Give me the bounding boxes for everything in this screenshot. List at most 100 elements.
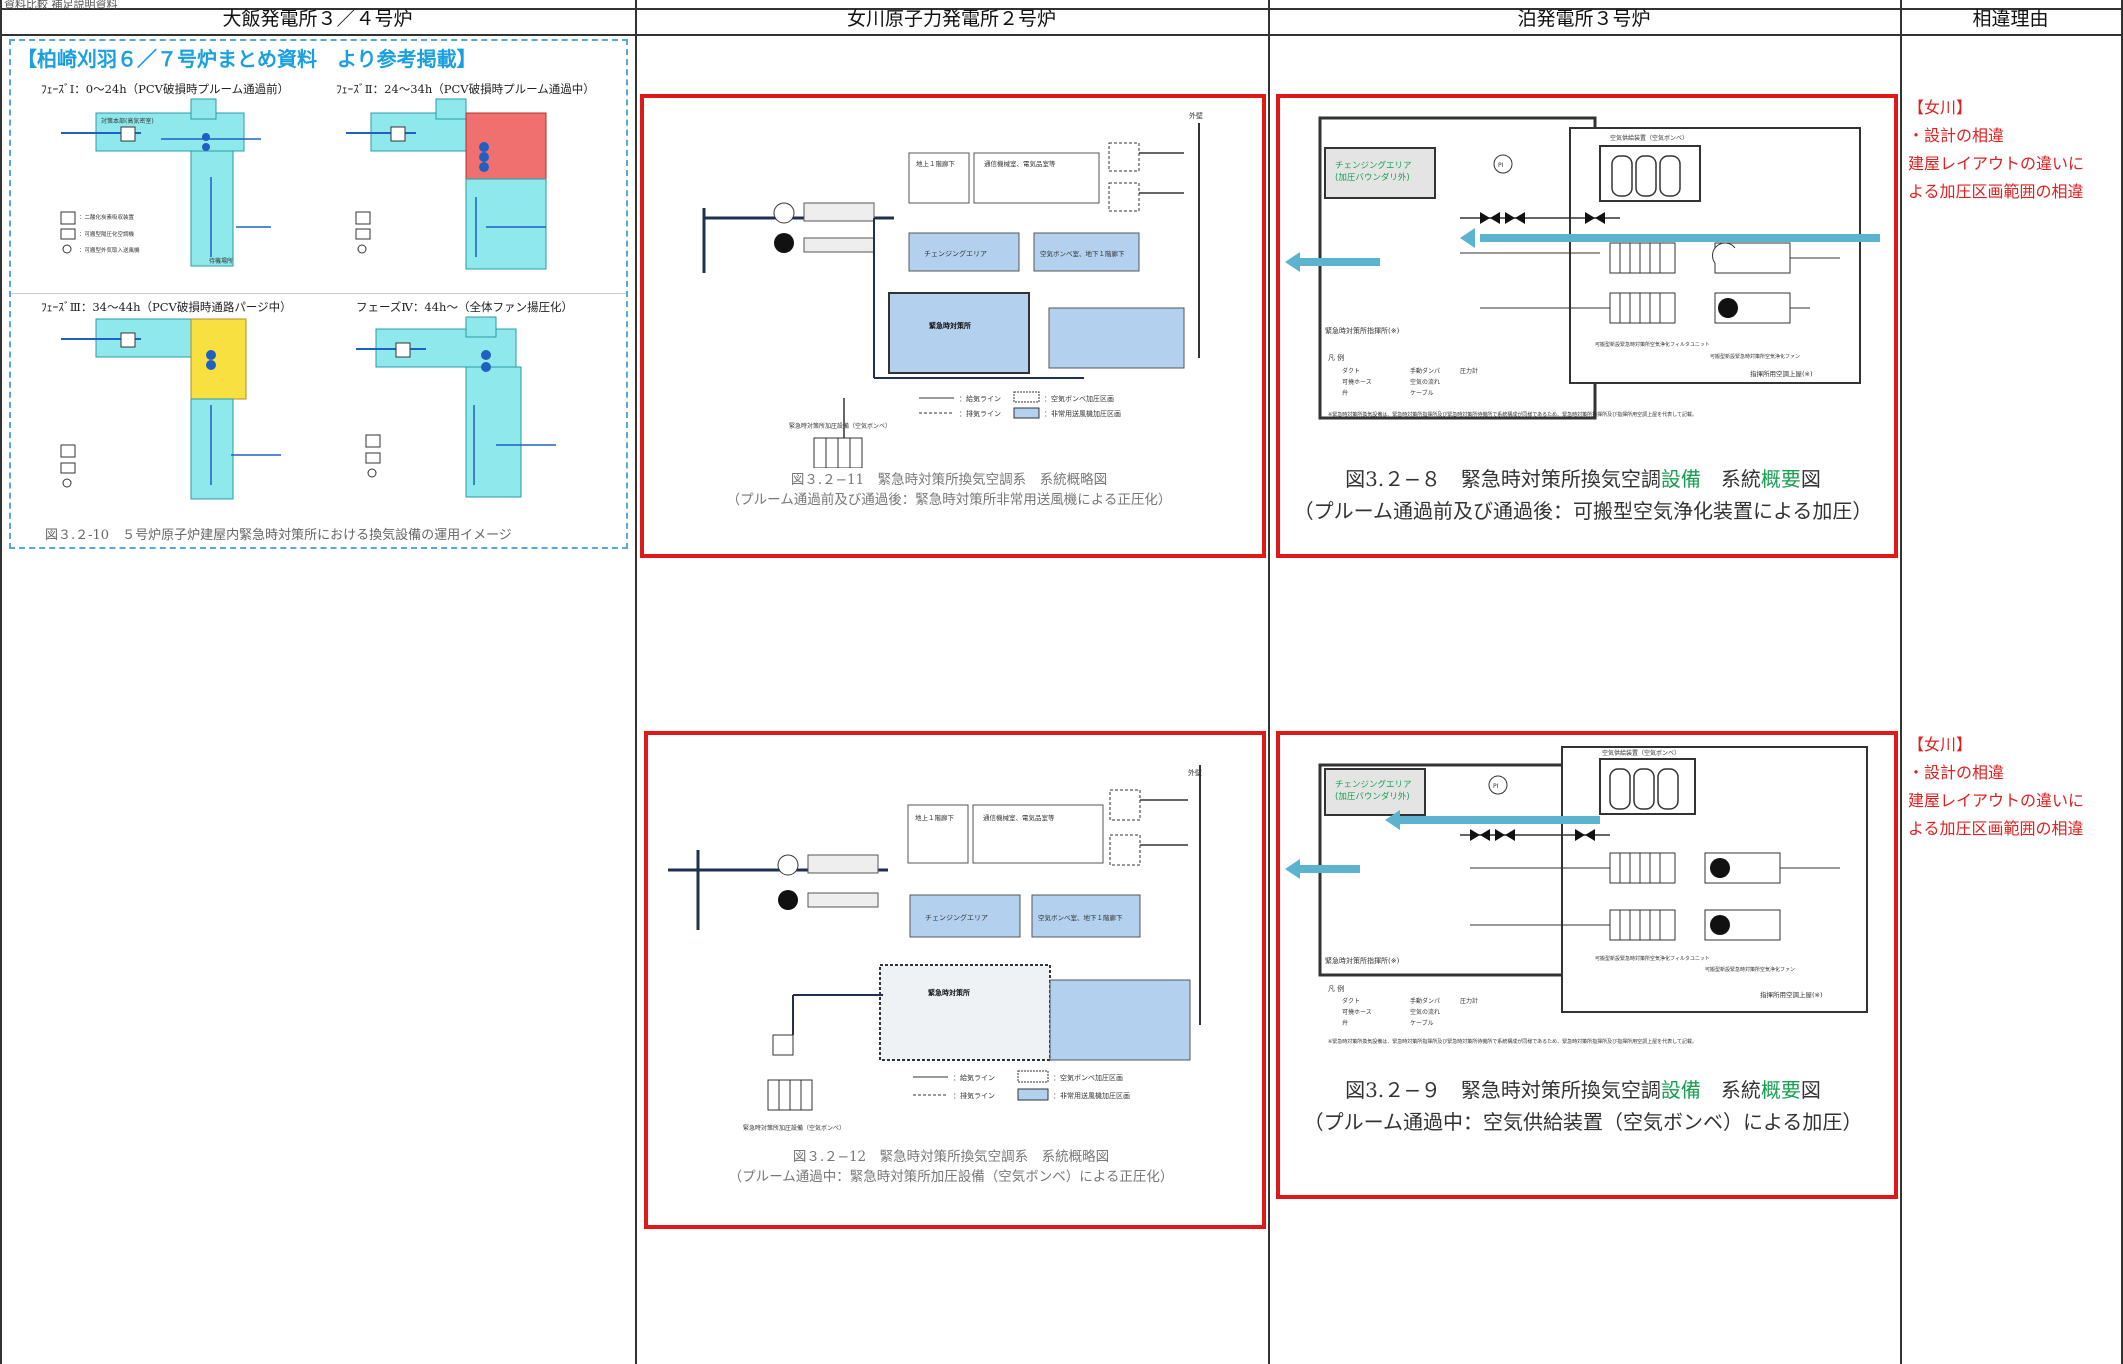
- onagawa-caption-1-line1: 図３.２−11 緊急時対策所換気空調系 系統概略図: [790, 472, 1108, 488]
- tomari-label: 可搬型新設緊急時対策所空気浄化フィルタユニット: [1595, 955, 1710, 962]
- onagawa-label: 地上１階廊下: [916, 159, 956, 168]
- tomari-label: チェンジングエリア: [1335, 779, 1412, 790]
- tomari-schematic-1: チェンジングエリア (加圧バウンダリ外) PI 空気供給装置（空気ボンベ） 緊急…: [1285, 116, 1880, 420]
- tomari-label: 指揮所用空調上屋(※): [1760, 990, 1823, 999]
- caption-part: 系統: [1700, 1078, 1761, 1102]
- tomari-label: (加圧バウンダリ外): [1335, 791, 1410, 802]
- onagawa-legend: ：空気ボンベ加圧区画: [1044, 394, 1114, 403]
- phase-3-title: ﾌｪｰｽﾞⅢ：34～44h（PCV破損時通路パージ中）: [41, 300, 292, 314]
- tomari-legend: 手動ダンパ: [1410, 367, 1440, 375]
- grid-line: [0, 0, 2, 1364]
- tomari-label: 可搬型新設緊急時対策所空気浄化ファン: [1710, 353, 1800, 360]
- header-reason: 相違理由: [1972, 8, 2049, 30]
- tomari-legend: 手動ダンパ: [1410, 997, 1440, 1005]
- onagawa-label: チェンジングエリア: [924, 249, 987, 258]
- caption-part: 概要: [1760, 467, 1801, 491]
- onagawa-schematic-2: 外壁 地上１階廊下 通信機械室、電気品室等 チェンジングエリア 空気ボンベ室、地…: [668, 765, 1202, 1132]
- reason-line: ・設計の相違: [1908, 126, 2005, 145]
- tomari-legend: 弁: [1342, 1019, 1348, 1027]
- caption-part: 概要: [1760, 1078, 1801, 1102]
- onagawa-schematic-1: 外壁 地上１階廊下 通信機械室、電気品室等 チェンジングエリア 空気ボンベ室、地…: [702, 111, 1203, 468]
- phase-2-diagram: ﾌｪｰｽﾞⅡ：24～34h（PCV破損時プルーム通過中）: [336, 81, 636, 291]
- tomari-legend: 可撓ホース: [1342, 378, 1372, 386]
- grid-line: [0, 34, 2123, 36]
- onagawa-legend: ：非常用送風機加圧区画: [1053, 1091, 1130, 1100]
- caption-part: 設備: [1660, 1078, 1701, 1102]
- reference-title: 【柏崎刈羽６／７号炉まとめ資料 より参考掲載】: [17, 47, 477, 71]
- onagawa-legend: ：排気ライン: [959, 409, 1001, 418]
- caption-part: 図: [1800, 467, 1821, 491]
- tomari-label: 緊急時対策所指揮所(※): [1325, 326, 1400, 335]
- tomari-figure-1: チェンジングエリア (加圧バウンダリ外) PI 空気供給装置（空気ボンベ） 緊急…: [1276, 94, 1898, 558]
- onagawa-label: 空気ボンベ室、地下１階廊下: [1038, 913, 1123, 922]
- onagawa-legend: ：排気ライン: [953, 1091, 995, 1100]
- onagawa-label: 外壁: [1189, 111, 1203, 120]
- tomari-legend: ケーブル: [1410, 1019, 1434, 1027]
- tomari-label: 空気供給装置（空気ボンベ）: [1610, 134, 1688, 142]
- tomari-legend: 空気の流れ: [1410, 1008, 1440, 1016]
- onagawa-label: チェンジングエリア: [925, 913, 988, 922]
- reason-line: ・設計の相違: [1908, 763, 2005, 782]
- onagawa-label: 外壁: [1188, 768, 1202, 777]
- phase-4-diagram: フェーズⅣ：44h～（全体ファン揚圧化）: [356, 299, 656, 509]
- tomari-figure-2: チェンジングエリア (加圧バウンダリ外) PI 空気供給装置（空気ボンベ） 緊急…: [1276, 731, 1898, 1199]
- onagawa-legend: ：非常用送風機加圧区画: [1044, 409, 1121, 418]
- onagawa-label: 緊急時対策所: [929, 321, 971, 330]
- phase-1-title: ﾌｪｰｽﾞⅠ：0～24h（PCV破損時プルーム通過前）: [41, 82, 290, 96]
- tomari-caption-2-line1: 図3.２−９ 緊急時対策所換気空調設備 系統概要図: [1280, 1075, 1886, 1105]
- onagawa-figure-1: 外壁 地上１階廊下 通信機械室、電気品室等 チェンジングエリア 空気ボンベ室、地…: [640, 94, 1266, 558]
- tomari-legend: ケーブル: [1410, 389, 1434, 397]
- tomari-note: ※緊急時対策所換気設備は、緊急時対策所指揮所及び緊急時対策所待機所で系統構成が同…: [1328, 411, 1697, 418]
- tomari-label: 可搬型新設緊急時対策所空気浄化フィルタユニット: [1595, 341, 1710, 348]
- onagawa-caption-1-line2: （プルーム通過前及び通過後：緊急時対策所非常用送風機による正圧化）: [726, 492, 1172, 508]
- phase-1-schematic: 対策本部(高気密室) 待機場所 ：二酸化炭素吸収装置 ：可搬型陽圧化空調機 ：可…: [60, 98, 271, 267]
- tomari-label: 空気供給装置（空気ボンベ）: [1602, 749, 1680, 757]
- onagawa-label: 地上１階廊下: [915, 813, 955, 822]
- grid-line: [1268, 0, 1270, 1364]
- reason-line: 【女川】: [1908, 735, 1973, 754]
- tomari-caption-1-line2: （プルーム通過前及び通過後：可搬型空気浄化装置による加圧）: [1293, 499, 1873, 523]
- tomari-legend: 圧力計: [1460, 367, 1478, 375]
- reason-line: よる加圧区画範囲の相違: [1908, 819, 2084, 838]
- tomari-label: PI: [1493, 783, 1499, 790]
- tomari-label: 可搬型新設緊急時対策所空気浄化ファン: [1705, 966, 1795, 973]
- tomari-note: ※緊急時対策所換気設備は、緊急時対策所指揮所及び緊急時対策所待機所で系統構成が同…: [1328, 1038, 1697, 1045]
- tomari-label: 指揮所用空調上屋(※): [1750, 369, 1813, 378]
- onagawa-label: 緊急時対策所: [928, 988, 970, 997]
- phase-3-diagram: ﾌｪｰｽﾞⅢ：34～44h（PCV破損時通路パージ中）: [41, 299, 341, 509]
- tomari-legend: ダクト: [1342, 367, 1360, 375]
- legend-label: ：可搬型外気取入送風機: [79, 246, 140, 254]
- phase-4-title: フェーズⅣ：44h～（全体ファン揚圧化）: [356, 300, 573, 314]
- onagawa-caption-2-line2: （プルーム通過中：緊急時対策所加圧設備（空気ボンベ）による正圧化）: [728, 1169, 1174, 1185]
- phase-1-diagram: ﾌｪｰｽﾞⅠ：0～24h（PCV破損時プルーム通過前） 対策本部(高気密室) 待…: [41, 81, 341, 291]
- reason-block-1: 【女川】 ・設計の相違 建屋レイアウトの違いに よる加圧区画範囲の相違: [1908, 94, 2118, 206]
- reason-line: よる加圧区画範囲の相違: [1908, 182, 2084, 201]
- grid-line: [635, 0, 637, 1364]
- reference-caption: 図３.２-10 ５号炉原子炉建屋内緊急時対策所における換気設備の運用イメージ: [45, 528, 512, 543]
- tomari-legend: 圧力計: [1460, 997, 1478, 1005]
- tomari-legend: 可撓ホース: [1342, 1008, 1372, 1016]
- grid-line: [1900, 0, 1902, 1364]
- onagawa-caption-2-line1: 図３.２−12 緊急時対策所換気空調系 系統概略図: [792, 1149, 1110, 1165]
- tomari-legend: 凡 例: [1328, 984, 1344, 993]
- reason-line: 【女川】: [1908, 98, 1973, 117]
- tomari-legend: 弁: [1342, 389, 1348, 397]
- header-ohi: 大飯発電所３／４号炉: [222, 8, 413, 30]
- onagawa-label: 通信機械室、電気品室等: [983, 813, 1055, 822]
- tomari-label: (加圧バウンダリ外): [1335, 172, 1410, 183]
- reference-figure-box: 【柏崎刈羽６／７号炉まとめ資料 より参考掲載】 ﾌｪｰｽﾞⅠ：0～24h（PCV…: [9, 39, 628, 549]
- onagawa-legend: ：給気ライン: [953, 1073, 995, 1082]
- tomari-caption-1-line1: 図3.２−８ 緊急時対策所換気空調設備 系統概要図: [1280, 464, 1886, 494]
- caption-part: 図: [1800, 1078, 1821, 1102]
- onagawa-label: 緊急時対策所加圧設備（空気ボンベ）: [743, 1124, 845, 1132]
- room-label: 待機場所: [209, 257, 233, 265]
- caption-part: 設備: [1660, 467, 1701, 491]
- onagawa-legend: ：給気ライン: [959, 394, 1001, 403]
- onagawa-label: 通信機械室、電気品室等: [984, 159, 1056, 168]
- reason-block-2: 【女川】 ・設計の相違 建屋レイアウトの違いに よる加圧区画範囲の相違: [1908, 731, 2118, 843]
- top-text: 資料比較 補足説明資料: [4, 0, 118, 11]
- phase-3-schematic: [60, 318, 281, 500]
- room-label: 対策本部(高気密室): [101, 117, 154, 125]
- tomari-label: 緊急時対策所指揮所(※): [1325, 956, 1400, 965]
- tomari-caption-2-line2: （プルーム通過中：空気供給装置（空気ボンベ）による加圧）: [1303, 1110, 1863, 1134]
